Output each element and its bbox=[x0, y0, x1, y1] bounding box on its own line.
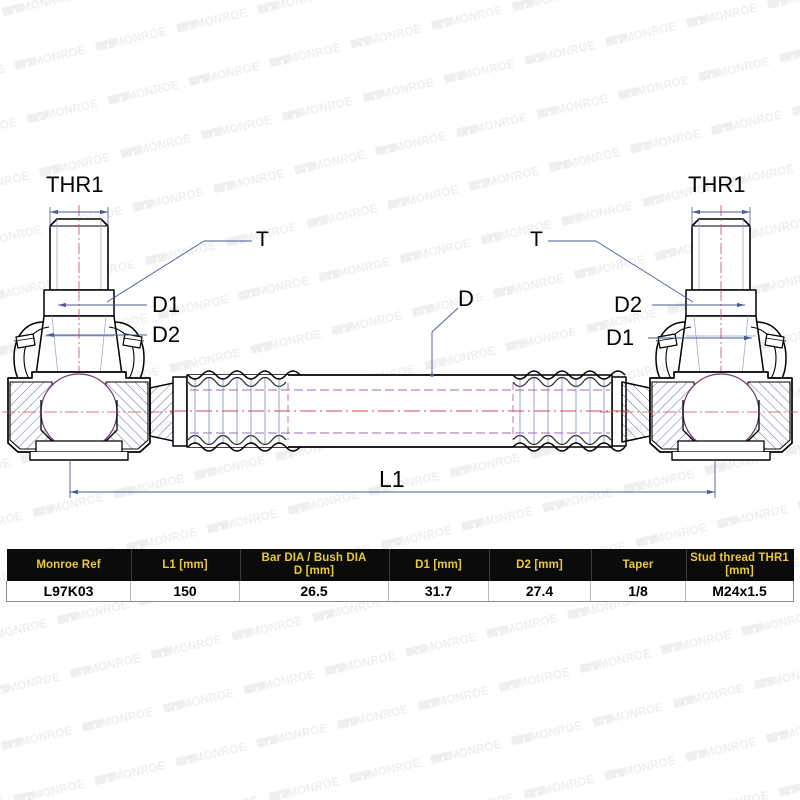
header-monroe-ref: Monroe Ref bbox=[6, 549, 131, 581]
header-bar-dia-line2: D [mm] bbox=[293, 565, 335, 577]
cell-d2: 27.4 bbox=[488, 581, 591, 602]
cell-d1: 31.7 bbox=[388, 581, 489, 602]
header-stud-thread: Stud thread THR1 [mm] bbox=[685, 549, 794, 581]
cell-bar-dia: 26.5 bbox=[239, 581, 389, 602]
specification-table: Monroe Ref L1 [mm] Bar DIA / Bush DIA D … bbox=[6, 549, 794, 602]
cell-monroe-ref: L97K03 bbox=[6, 581, 131, 602]
label-d1-right: D1 bbox=[606, 325, 635, 350]
label-d1-left: D1 bbox=[152, 292, 181, 317]
label-t-right: T bbox=[530, 228, 543, 251]
label-d-centre: D bbox=[458, 286, 474, 311]
label-d2-right: D2 bbox=[614, 292, 643, 317]
label-t-left: T bbox=[256, 228, 269, 251]
cell-stud-thread: M24x1.5 bbox=[685, 581, 794, 602]
header-taper: Taper bbox=[590, 549, 686, 581]
leader-d-centre bbox=[430, 307, 459, 377]
cell-taper: 1/8 bbox=[590, 581, 686, 602]
header-d2: D2 [mm] bbox=[488, 549, 591, 581]
centre-bar bbox=[170, 370, 630, 452]
header-stud-thread-line2: [mm] bbox=[725, 565, 754, 577]
header-l1: L1 [mm] bbox=[130, 549, 240, 581]
label-l1: L1 bbox=[379, 466, 405, 492]
label-thr1-right: THR1 bbox=[688, 172, 746, 197]
header-bar-dia: Bar DIA / Bush DIA D [mm] bbox=[239, 549, 389, 581]
table-row: L97K03 150 26.5 31.7 27.4 1/8 M24x1.5 bbox=[6, 581, 794, 602]
right-stud bbox=[691, 205, 751, 300]
header-d1: D1 [mm] bbox=[388, 549, 489, 581]
table-header-row: Monroe Ref L1 [mm] Bar DIA / Bush DIA D … bbox=[6, 549, 794, 581]
header-stud-thread-line1: Stud thread THR1 bbox=[690, 552, 789, 564]
cell-l1: 150 bbox=[130, 581, 240, 602]
label-d2-left: D2 bbox=[152, 322, 181, 347]
left-stud bbox=[49, 205, 109, 300]
label-thr1-left: THR1 bbox=[46, 172, 104, 197]
dimension-lines bbox=[46, 207, 752, 498]
header-bar-dia-line1: Bar DIA / Bush DIA bbox=[261, 552, 367, 564]
